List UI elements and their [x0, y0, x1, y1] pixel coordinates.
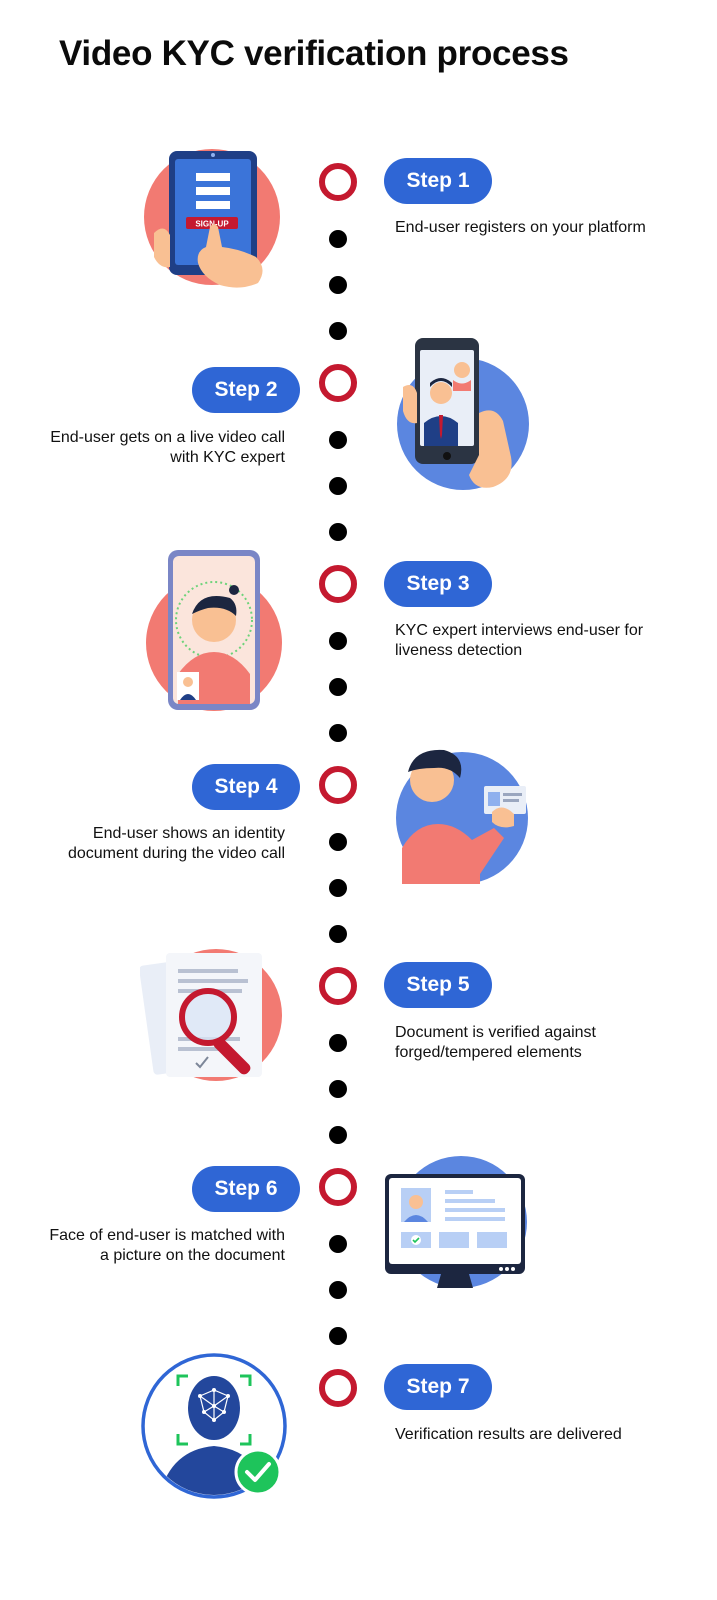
step-2-description: End-user gets on a live video call with …: [50, 429, 285, 466]
timeline-dot: [329, 632, 347, 650]
timeline-dot: [329, 1126, 347, 1144]
page-title: Video KYC verification process: [59, 34, 569, 73]
timeline-dot: [329, 276, 347, 294]
timeline-dot: [329, 1034, 347, 1052]
step-5-badge: Step 5: [384, 962, 492, 1008]
document-magnifier-icon: [140, 949, 282, 1081]
step-5-ring: [319, 967, 357, 1005]
timeline-dot: [329, 925, 347, 943]
step-4-description: End-user shows an identity document duri…: [67, 825, 285, 862]
step-4-badge: Step 4: [192, 764, 300, 810]
step-5-description: Document is verified against forged/temp…: [395, 1024, 596, 1061]
timeline-dot: [329, 523, 347, 541]
timeline-dot: [329, 879, 347, 897]
monitor-profile-match-icon: [385, 1156, 527, 1288]
step-6-description: Face of end-user is matched with a pictu…: [49, 1227, 285, 1264]
timeline-dot: [329, 833, 347, 851]
step-1-ring: [319, 163, 357, 201]
step-1-badge: Step 1: [384, 158, 492, 204]
signup-text: SIGN-UP: [195, 220, 229, 229]
step-3-badge: Step 3: [384, 561, 492, 607]
step-7-ring: [319, 1369, 357, 1407]
phone-video-call-icon: [397, 338, 529, 490]
timeline-dot: [329, 1281, 347, 1299]
step-7-description: Verification results are delivered: [395, 1426, 622, 1443]
timeline-dot: [329, 322, 347, 340]
timeline-dot: [329, 230, 347, 248]
step-6-ring: [319, 1168, 357, 1206]
face-recognition-check-icon: [141, 1353, 287, 1499]
timeline-dot: [329, 477, 347, 495]
timeline-dot: [329, 1235, 347, 1253]
step-3-description: KYC expert interviews end-user for liven…: [395, 622, 644, 659]
step-6-badge: Step 6: [192, 1166, 300, 1212]
timeline-dot: [329, 431, 347, 449]
timeline-dot: [329, 1080, 347, 1098]
step-3-ring: [319, 565, 357, 603]
face-scan-phone-icon: [146, 550, 282, 711]
timeline-dot: [329, 678, 347, 696]
timeline-dot: [329, 1327, 347, 1345]
person-id-card-icon: [396, 749, 528, 884]
step-1-description: End-user registers on your platform: [395, 219, 646, 236]
tablet-signup-icon: SIGN-UP: [144, 149, 280, 288]
step-2-badge: Step 2: [192, 367, 300, 413]
step-2-ring: [319, 364, 357, 402]
step-7-badge: Step 7: [384, 1364, 492, 1410]
step-4-ring: [319, 766, 357, 804]
timeline-dot: [329, 724, 347, 742]
